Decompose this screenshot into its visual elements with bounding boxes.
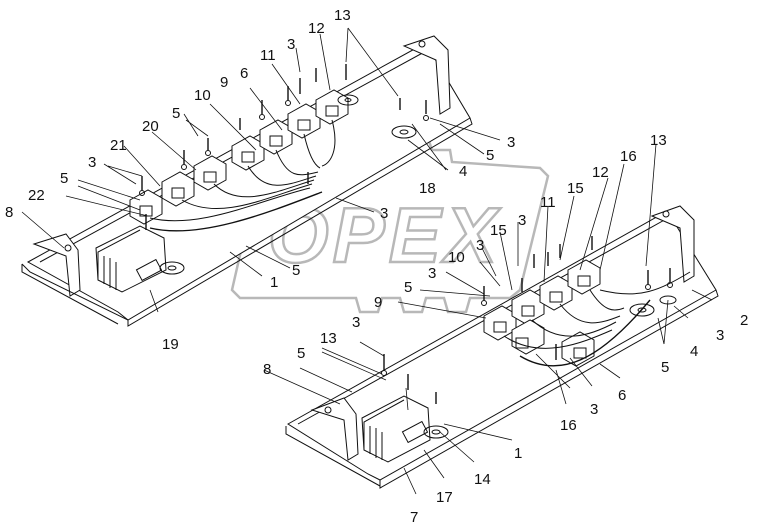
callout-10-a: 10 xyxy=(194,87,211,104)
callout-3-h: 3 xyxy=(716,327,724,344)
upper-left-bracket xyxy=(32,233,81,297)
callout-8-b: 8 xyxy=(263,361,271,378)
callout-12-b: 12 xyxy=(592,164,609,181)
callout-6-a: 6 xyxy=(240,65,248,82)
lower-right-plate-assembly xyxy=(285,205,719,489)
callout-10-b: 10 xyxy=(448,249,465,266)
callout-4-a: 4 xyxy=(459,163,467,180)
callout-3-a: 3 xyxy=(287,36,295,53)
relay-socket-lower-12 xyxy=(567,259,601,295)
callout-17: 17 xyxy=(436,489,453,506)
callout-13-c: 13 xyxy=(320,330,337,347)
callout-16-b: 16 xyxy=(560,417,577,434)
callout-8-a: 8 xyxy=(5,204,13,221)
callout-3-g: 3 xyxy=(428,265,436,282)
callout-7: 7 xyxy=(410,509,418,526)
callout-3-i: 3 xyxy=(352,314,360,331)
callout-11-a: 11 xyxy=(260,47,276,64)
upper-rear-bracket xyxy=(402,35,451,115)
relay-socket-11 xyxy=(315,89,349,125)
callout-14: 14 xyxy=(474,471,491,488)
callout-3-c: 3 xyxy=(507,134,515,151)
relay-socket-lower-10 xyxy=(511,289,545,325)
callout-3-d: 3 xyxy=(380,205,388,222)
relay-socket-10 xyxy=(231,135,265,171)
callout-3-e: 3 xyxy=(518,212,526,229)
callout-15-a: 15 xyxy=(567,180,584,197)
callout-labels: 13 12 3 11 6 9 10 5 20 21 3 5 22 8 3 5 4… xyxy=(5,7,748,526)
relay-socket-lower-15 xyxy=(539,275,573,311)
callout-3-j: 3 xyxy=(590,401,598,418)
lower-screws xyxy=(381,236,673,404)
callout-3-b: 3 xyxy=(88,154,96,171)
callout-13-a: 13 xyxy=(334,7,351,24)
relay-socket-21 xyxy=(161,171,195,207)
callout-9-b: 9 xyxy=(374,294,382,311)
controller-module xyxy=(95,225,167,293)
callout-9-a: 9 xyxy=(220,74,228,91)
lower-relay-row xyxy=(483,259,601,367)
callout-5-b: 5 xyxy=(60,170,68,187)
callout-5-e: 5 xyxy=(404,279,412,296)
callout-19: 19 xyxy=(162,336,179,353)
callout-5-d: 5 xyxy=(292,262,300,279)
lower-left-bracket xyxy=(310,397,359,461)
upper-relay-row xyxy=(129,89,349,225)
lower-wire-harness xyxy=(503,271,691,367)
callout-2: 2 xyxy=(740,312,748,329)
callout-1-a: 1 xyxy=(270,274,278,291)
callout-16-a: 16 xyxy=(620,148,637,165)
callout-15-b: 15 xyxy=(490,222,507,239)
callout-18: 18 xyxy=(419,180,436,197)
relay-socket-9 xyxy=(259,119,293,155)
callout-5-g: 5 xyxy=(297,345,305,362)
callout-21: 21 xyxy=(110,137,127,154)
callout-12-a: 12 xyxy=(308,20,325,37)
lower-controller-module xyxy=(361,395,431,463)
callout-4-b: 4 xyxy=(690,343,698,360)
callout-5-f: 5 xyxy=(661,359,669,376)
callout-13-b: 13 xyxy=(650,132,667,149)
relay-socket-20 xyxy=(193,155,227,191)
callout-6-b: 6 xyxy=(618,387,626,404)
upper-screws xyxy=(139,64,429,230)
upper-wire-harness xyxy=(149,119,336,232)
lower-rear-bracket xyxy=(650,205,695,283)
callout-3-f: 3 xyxy=(476,237,484,254)
callout-11-b: 11 xyxy=(540,194,556,211)
relay-socket-lower-16 xyxy=(511,319,545,355)
upper-left-plate-assembly xyxy=(21,35,473,327)
callout-5-a: 5 xyxy=(172,105,180,122)
relay-socket-6 xyxy=(287,103,321,139)
leader-lines xyxy=(21,27,713,495)
callout-1-b: 1 xyxy=(514,445,522,462)
callout-22: 22 xyxy=(28,187,45,204)
callout-5-c: 5 xyxy=(486,147,494,164)
callout-20: 20 xyxy=(142,118,159,135)
